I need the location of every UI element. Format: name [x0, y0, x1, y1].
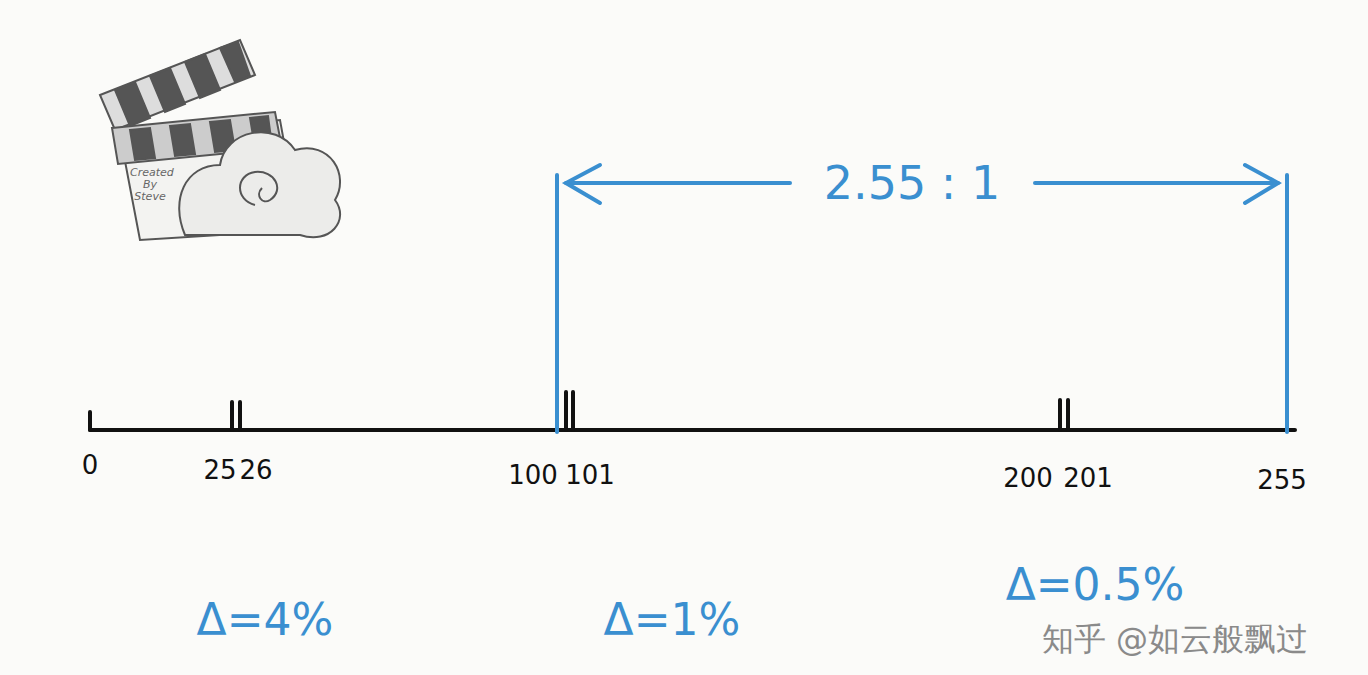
tick-value: 101 [565, 461, 615, 490]
delta-label: Δ=1% [604, 596, 741, 644]
clapperboard-text: Created By Steve [130, 167, 170, 203]
tick-value: 26 [239, 456, 272, 485]
tick-value: 201 [1063, 464, 1113, 493]
delta-label: Δ=0.5% [1006, 561, 1185, 609]
tick-value: 25 [203, 456, 236, 485]
clapperboard-icon [100, 40, 340, 240]
watermark: 知乎 @如云般飘过 [1042, 622, 1308, 657]
tick-value: 0 [82, 451, 99, 480]
tick-value: 255 [1257, 466, 1307, 495]
axis [90, 392, 1295, 430]
tick-value: 100 [508, 461, 558, 490]
tick-value: 200 [1003, 464, 1053, 493]
ratio-label: 2.55 : 1 [816, 158, 1008, 209]
delta-label: Δ=4% [197, 596, 334, 644]
